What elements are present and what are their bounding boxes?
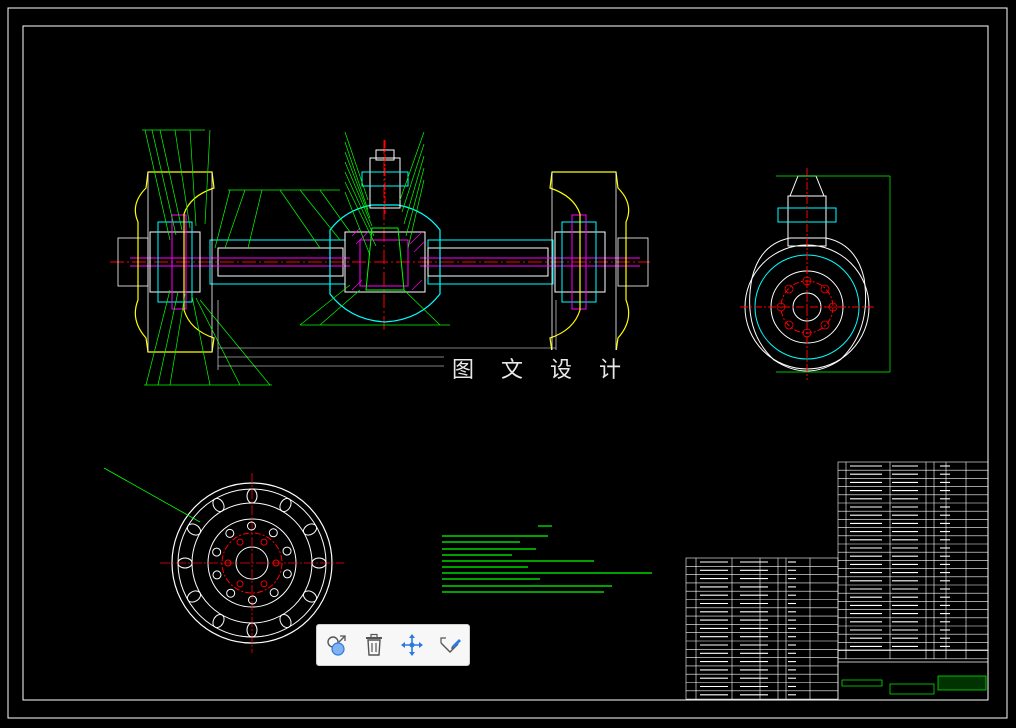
wheel-front-view [103,467,344,653]
delete-button[interactable] [359,630,389,660]
move-button[interactable] [397,630,427,660]
edit-icon [440,637,461,653]
edit-button[interactable] [435,630,465,660]
select-objects-button[interactable] [321,630,351,660]
inner-frame [22,25,989,701]
move-icon [401,634,423,656]
technical-notes-block [442,525,652,593]
axle-assembly-view [110,129,650,386]
wheel-vent-holes [177,488,327,638]
bom-text-marks [700,465,950,696]
title-block [837,649,989,701]
wheel-bolt-holes [224,538,280,588]
floating-edit-toolbar [316,624,470,666]
bom-table-right [837,461,989,660]
watermark-text: 图 文 设 计 [444,350,639,386]
bom-table-left [685,557,839,700]
select-icon [327,635,346,656]
trash-icon [366,633,382,656]
side-view [740,168,891,380]
outer-frame [7,7,1008,719]
